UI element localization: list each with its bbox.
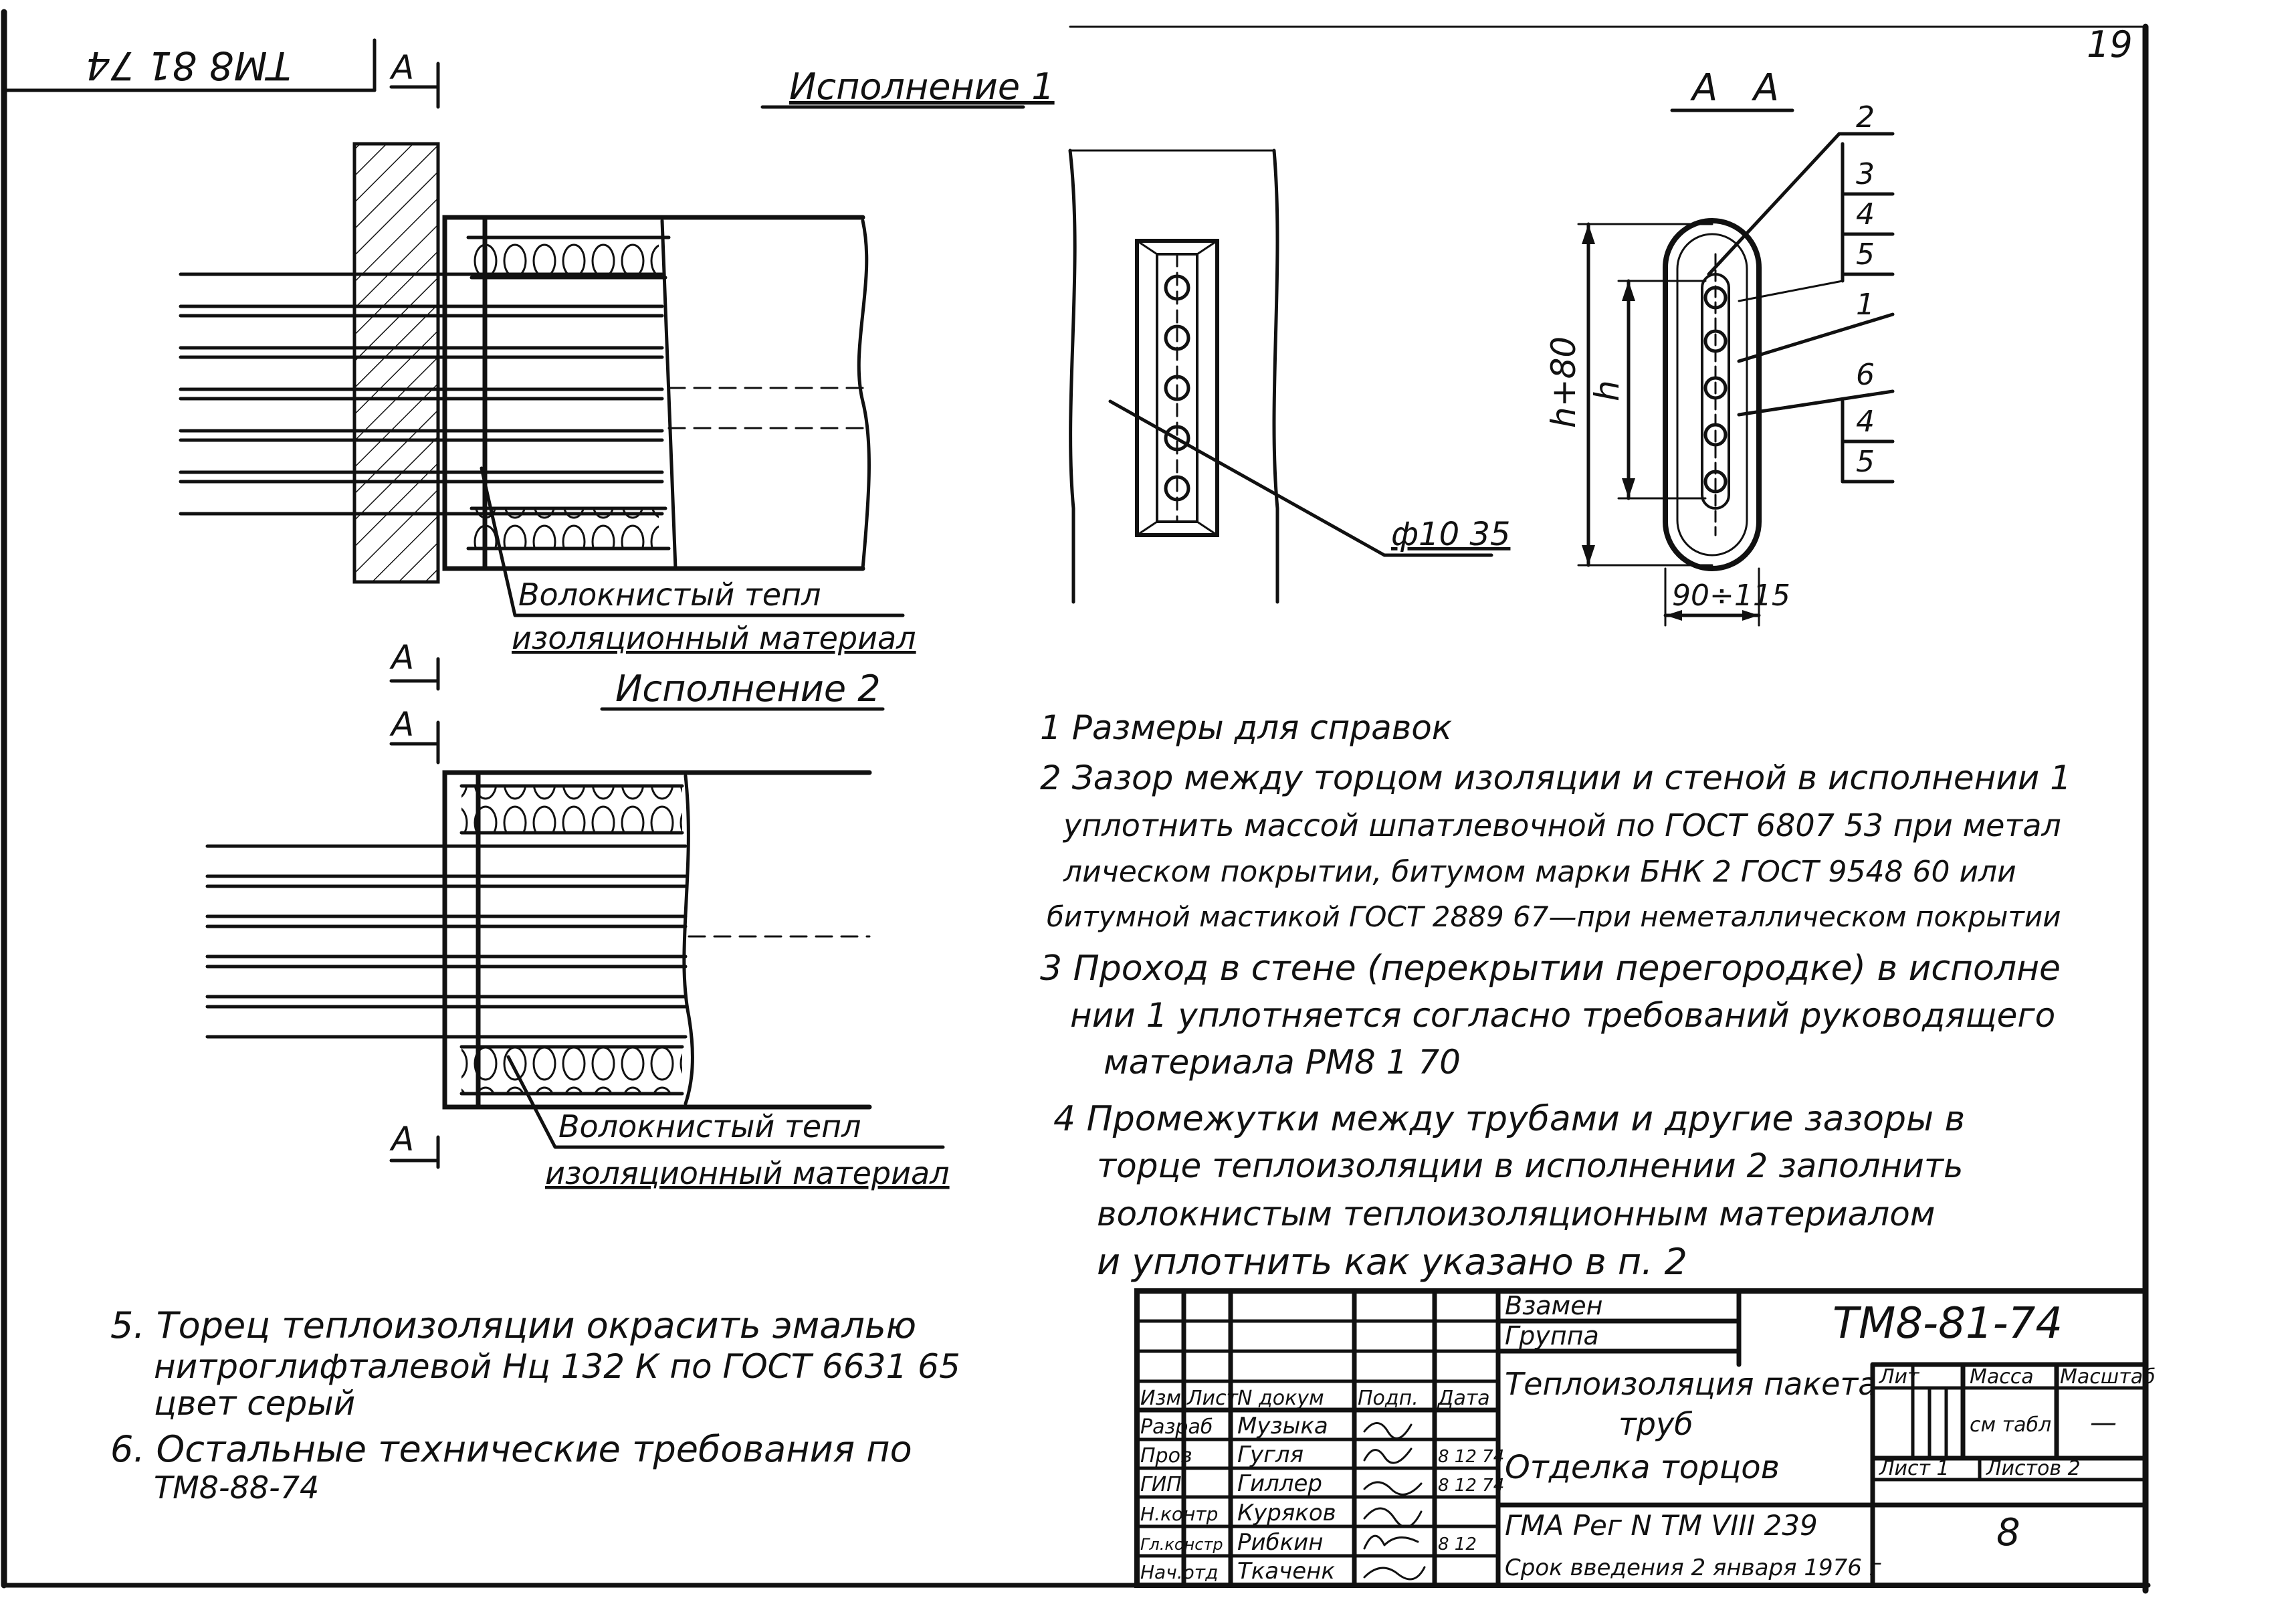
pipe-bundle-2 xyxy=(205,844,871,1039)
tb-header-sheet: Лист xyxy=(1186,1387,1239,1410)
tb-title1: Теплоизоляция пакета xyxy=(1505,1366,1877,1402)
note-line: уплотнить массой шпатлевочной по ГОСТ 68… xyxy=(1062,807,2061,843)
section-mark-bottom1: А xyxy=(389,638,414,677)
tb-scale-value: — xyxy=(2090,1407,2117,1438)
note-line: 4 Промежутки между трубами и другие зазо… xyxy=(1053,1099,1965,1139)
section-mark-bottom2: А xyxy=(389,1120,414,1159)
tb-header-docno: N докум xyxy=(1237,1387,1324,1410)
tb-sheet-number: 8 xyxy=(1996,1511,2020,1554)
tb-role: Нач.отд xyxy=(1140,1561,1218,1583)
version2-view: Исполнение 2 А А Во xyxy=(205,668,950,1191)
pos-label: 3 xyxy=(1856,157,1875,191)
pos-label: 2 xyxy=(1856,100,1875,134)
tb-lit: Лит xyxy=(1879,1365,1920,1389)
version1-title: Исполнение 1 xyxy=(789,66,1055,108)
tb-date: 8 12 xyxy=(1438,1534,1477,1554)
title-block: Изм Лист N докум Подп. Дата Разраб Музык… xyxy=(1134,1288,2156,1588)
hole-pattern xyxy=(1164,274,1190,502)
note-line: лическом покрытии, битумом марки БНК 2 Г… xyxy=(1063,855,2016,889)
tb-header-date: Дата xyxy=(1437,1387,1490,1410)
tb-replaced: Взамен xyxy=(1505,1291,1602,1320)
note-line: волокнистым теплоизоляционным материалом xyxy=(1097,1195,1936,1233)
dim-width: 90÷115 xyxy=(1672,579,1790,613)
tb-sheet: Лист 1 xyxy=(1879,1457,1950,1480)
tb-role: Гл.констр xyxy=(1140,1535,1223,1554)
note-line: и уплотнить как указано в п. 2 xyxy=(1097,1241,1687,1283)
dim-height-total: h+80 xyxy=(1544,336,1583,428)
tb-scale: Масштаб xyxy=(2060,1365,2156,1389)
section-mark-top2: А xyxy=(389,705,414,744)
tb-mass: Масса xyxy=(1970,1365,2034,1389)
pos-label: 4 xyxy=(1856,197,1875,231)
version2-title: Исполнение 2 xyxy=(615,668,881,710)
note-line: 5. Торец теплоизоляции окрасить эмалью xyxy=(110,1304,916,1346)
front-view: ф10 35 xyxy=(1068,148,1510,604)
tb-name: Рибкин xyxy=(1237,1529,1323,1556)
note-line: 3 Проход в стене (перекрытии перегородке… xyxy=(1040,948,2061,989)
tb-title3: Отделка торцов xyxy=(1505,1449,1780,1486)
note-line: 1 Размеры для справок xyxy=(1040,708,1452,747)
note-line: торце теплоизоляции в исполнении 2 запол… xyxy=(1097,1146,1963,1185)
tb-name: Гиллер xyxy=(1237,1470,1322,1497)
tb-sheets: Листов 2 xyxy=(1986,1457,2081,1480)
tb-role: ГИП xyxy=(1140,1473,1182,1496)
section-aa-title: А А xyxy=(1690,66,1779,110)
tb-header-sign: Подп. xyxy=(1358,1387,1419,1410)
section-mark-top1: А xyxy=(389,48,414,87)
tb-title2: труб xyxy=(1619,1406,1693,1442)
corner-code: ТМ8 81 74 xyxy=(86,43,291,88)
pos-label: 6 xyxy=(1856,358,1875,392)
tb-name: Куряков xyxy=(1237,1500,1336,1526)
callout2-line2: изоляционный материал xyxy=(545,1155,950,1191)
tb-role: Разраб xyxy=(1140,1415,1213,1439)
note-line: нии 1 уплотняется согласно требований ру… xyxy=(1070,996,2055,1035)
tb-validity: Срок введения 2 января 1976 г xyxy=(1505,1554,1882,1581)
pos-label: 1 xyxy=(1856,288,1875,322)
tb-registry: ГМА Рег N ТМ VIII 239 xyxy=(1505,1509,1818,1542)
tb-name: Гугля xyxy=(1237,1441,1303,1468)
tb-group: Группа xyxy=(1505,1321,1599,1350)
tb-date: 8 12 74 xyxy=(1438,1447,1504,1467)
tb-name: Музыка xyxy=(1237,1413,1328,1439)
note-line: цвет серый xyxy=(154,1384,355,1423)
callout2-line1: Волокнистый тепл xyxy=(558,1108,861,1144)
pos-label: 5 xyxy=(1856,237,1875,272)
tb-role: Пров xyxy=(1140,1444,1192,1468)
pipe-bundle-1 xyxy=(179,272,864,516)
note-line: нитроглифталевой Нц 132 К по ГОСТ 6631 6… xyxy=(154,1347,960,1386)
technical-notes: 1 Размеры для справок 2 Зазор между торц… xyxy=(1040,708,2071,1283)
callout1-line1: Волокнистый тепл xyxy=(518,577,821,613)
note-line: материала РМ8 1 70 xyxy=(1104,1043,1461,1082)
technical-notes-lower: 5. Торец теплоизоляции окрасить эмалью н… xyxy=(110,1304,960,1506)
page-number: 19 xyxy=(2087,23,2133,66)
signature-marks xyxy=(1363,1422,1426,1581)
tb-role: Н.контр xyxy=(1140,1503,1218,1525)
version1-view: Исполнение 1 А А xyxy=(179,48,1055,691)
section-aa-view: А А h+80 h 90÷115 xyxy=(1544,66,1895,627)
hole-label: ф10 35 xyxy=(1391,516,1510,553)
position-labels: 2 3 4 5 1 6 4 5 xyxy=(1707,100,1895,484)
pos-label: 4 xyxy=(1856,405,1875,439)
pos-label: 5 xyxy=(1856,445,1875,479)
note-line: 6. Остальные технические требования по xyxy=(110,1428,912,1470)
tb-date: 8 12 74 xyxy=(1438,1476,1504,1496)
tb-designation: ТМ8-81-74 xyxy=(1833,1299,2063,1348)
tb-mass-value: см табл xyxy=(1970,1413,2051,1437)
tb-header-change: Изм xyxy=(1140,1387,1181,1410)
note-line: ТМ8-88-74 xyxy=(154,1470,319,1506)
tb-name: Ткаченк xyxy=(1237,1558,1335,1585)
note-line: битумной мастикой ГОСТ 2889 67—при немет… xyxy=(1047,900,2061,933)
callout1-line2: изоляционный материал xyxy=(512,620,916,656)
wall xyxy=(352,142,440,584)
note-line: 2 Зазор между торцом изоляции и стеной в… xyxy=(1040,759,2071,797)
dim-height: h xyxy=(1588,380,1627,401)
